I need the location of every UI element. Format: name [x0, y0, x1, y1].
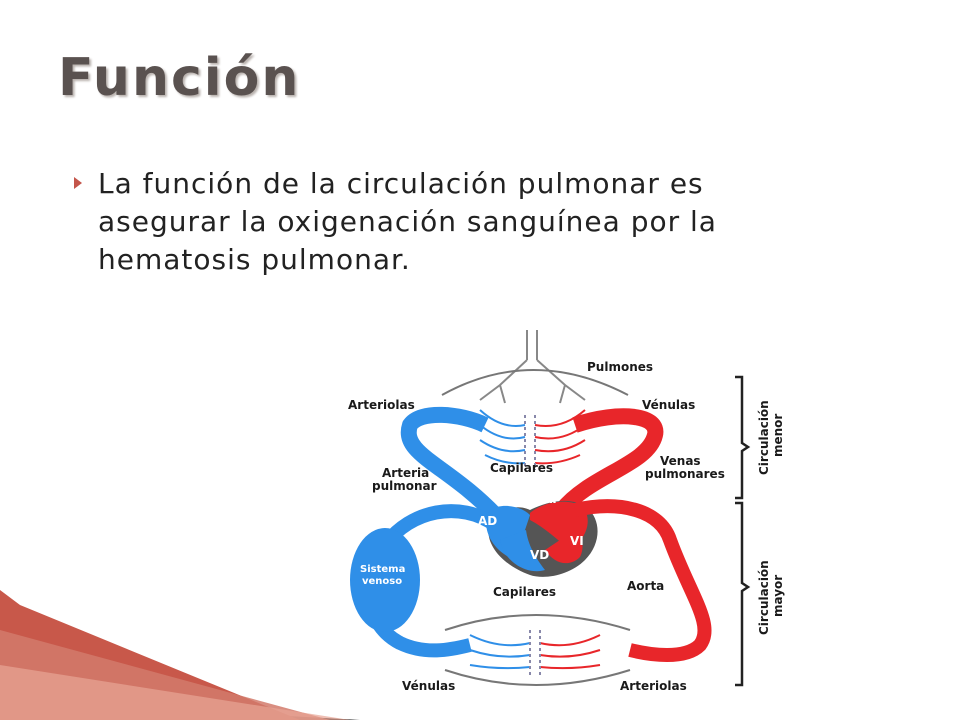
label-venulas-bottom: Vénulas — [402, 679, 455, 693]
label-circ-menor-1: Circulación — [757, 400, 771, 475]
label-ai: AI — [543, 492, 557, 506]
label-venulas-top: Vénulas — [642, 398, 695, 412]
bullet-text: La función de la circulación pulmonar es… — [98, 167, 717, 276]
tissue-arc-top — [444, 614, 631, 631]
label-venas-pulmonares-1: Venas — [660, 454, 701, 468]
label-capilares-top: Capilares — [490, 461, 553, 475]
heart — [486, 500, 598, 577]
bullet-arrow-icon — [74, 177, 82, 189]
slide-title: Función — [58, 48, 301, 108]
label-vi: VI — [570, 534, 584, 548]
lung-arc-top — [441, 369, 629, 396]
label-arteriolas-bottom: Arteriolas — [620, 679, 687, 693]
label-ad: AD — [478, 514, 497, 528]
venous-reservoir — [350, 528, 420, 632]
label-pulmones: Pulmones — [587, 360, 653, 374]
pulmonary-veins — [555, 408, 664, 516]
bracket-circulacion-menor — [735, 375, 751, 500]
label-aorta: Aorta — [627, 579, 664, 593]
bullet-item: La función de la circulación pulmonar es… — [74, 165, 834, 279]
decorative-corner-swoosh — [0, 590, 360, 720]
label-vd: VD — [530, 548, 549, 562]
label-circ-menor-2: menor — [771, 414, 785, 457]
circulation-diagram: Pulmones Arteriolas Vénulas Capilares Ar… — [348, 330, 785, 693]
capillary-network-bottom — [469, 630, 601, 675]
label-arteria-pulmonar-2: pulmonar — [372, 479, 437, 493]
label-arteria-pulmonar-1: Arteria — [382, 466, 429, 480]
label-sistema-venoso-1: Sistema — [360, 564, 405, 575]
tissue-arc-bottom — [444, 669, 631, 686]
label-circ-mayor-1: Circulación — [757, 560, 771, 635]
trachea-graphic — [479, 330, 586, 404]
label-circ-mayor-2: mayor — [771, 575, 785, 617]
pulmonary-artery — [400, 406, 506, 526]
label-capilares-bottom: Capilares — [493, 585, 556, 599]
bracket-circulacion-mayor — [735, 501, 751, 687]
capillary-network-top — [479, 409, 586, 470]
label-venas-pulmonares-2: pulmonares — [645, 467, 725, 481]
label-arteriolas-top: Arteriolas — [348, 398, 415, 412]
label-sistema-venoso-2: venoso — [362, 576, 402, 587]
aorta — [573, 499, 712, 662]
